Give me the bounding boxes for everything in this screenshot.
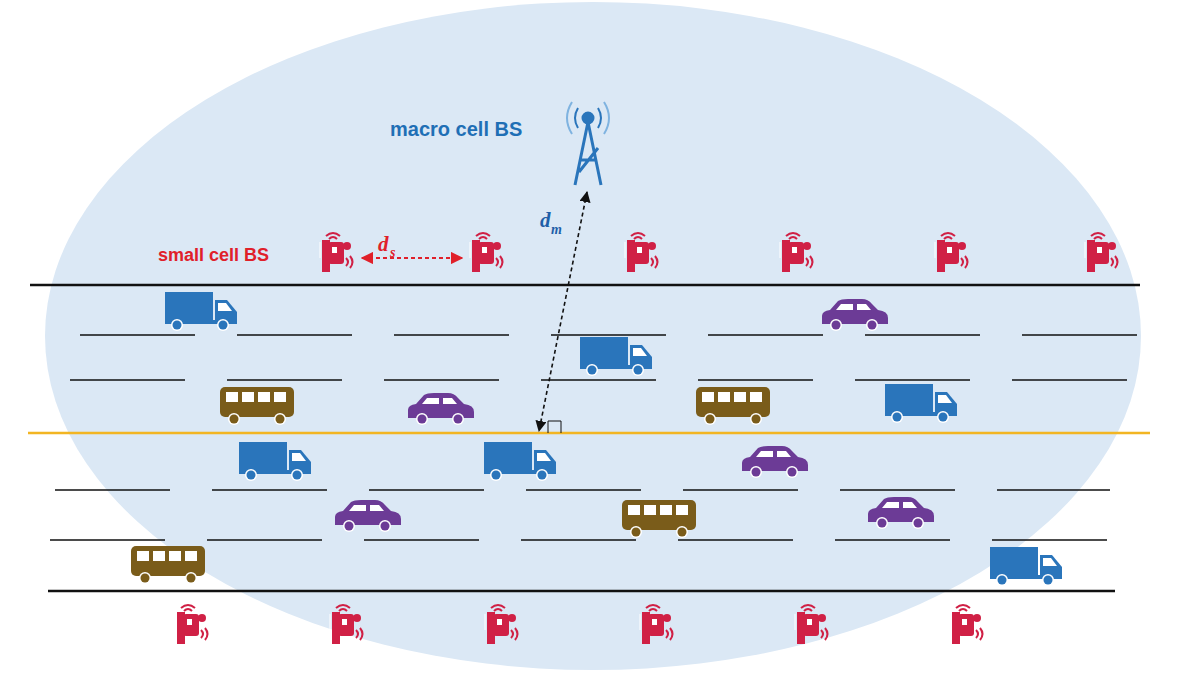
dm-distance <box>539 192 587 431</box>
macro-bs-icon <box>567 102 609 185</box>
small-bs-icons <box>175 233 1118 644</box>
ds-distance <box>362 257 462 259</box>
distance-symbol: d <box>378 232 389 257</box>
right-angle-mark <box>548 421 561 433</box>
vehicles <box>131 292 1062 586</box>
small-bs-label: small cell BS <box>158 245 269 266</box>
coverage-area <box>45 2 1141 670</box>
distance-symbol: d <box>540 208 551 233</box>
distance-subscript: m <box>551 222 562 238</box>
macro-bs-label: macro cell BS <box>390 118 522 141</box>
distance-subscript: s <box>390 245 395 261</box>
